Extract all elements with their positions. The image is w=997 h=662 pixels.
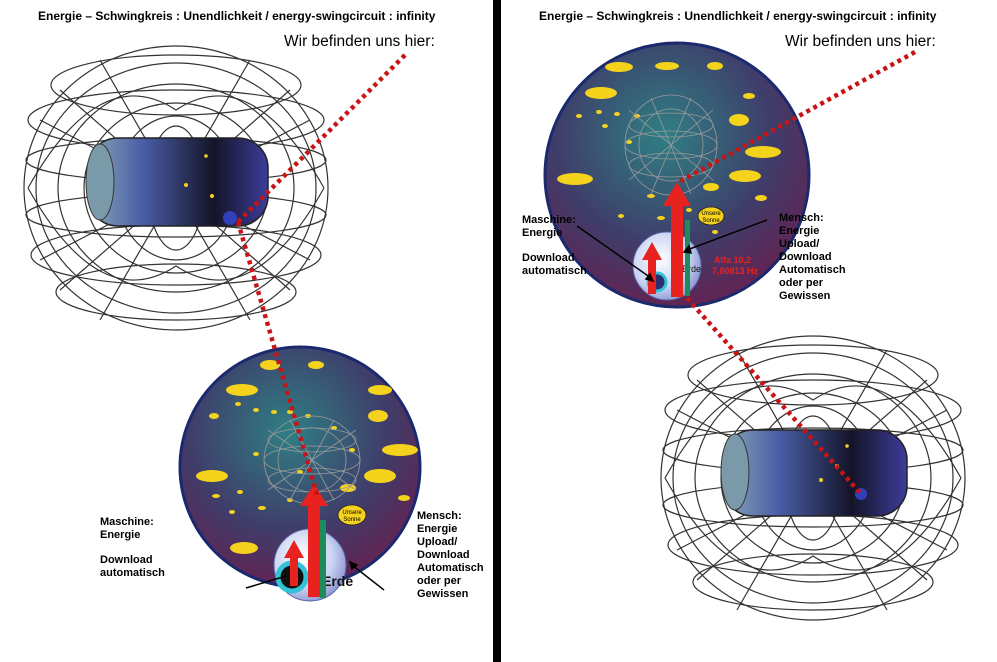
sun-badge-icon: Unsere Sonne bbox=[337, 504, 367, 526]
human-label: Mensch: Energie Upload/ Download Automat… bbox=[417, 510, 484, 600]
panel-divider bbox=[493, 0, 501, 662]
pointer-lines bbox=[245, 560, 385, 591]
human-label: Mensch: Energie Upload/ Download Automat… bbox=[779, 212, 846, 302]
machine-label: Maschine: Energie Download automatisch bbox=[100, 516, 165, 579]
pointer-lines bbox=[576, 219, 768, 283]
panel-left: Energie – Schwingkreis : Unendlichkeit /… bbox=[0, 0, 493, 662]
here-label: Wir befinden uns hier: bbox=[284, 33, 435, 50]
earth-globe-icon: Erde bbox=[632, 231, 702, 301]
diagram-canvas: Unsere Sonne Erde bbox=[23, 45, 422, 602]
svg-text:Unsere: Unsere bbox=[342, 510, 362, 516]
svg-text:Sonne: Sonne bbox=[702, 218, 720, 224]
svg-text:7,80813 Hz: 7,80813 Hz bbox=[712, 266, 759, 276]
energy-arrow-icon bbox=[642, 182, 691, 297]
diagram-canvas: Unsere Sonne Erde Alfa 10,2 7,80813 Hz bbox=[543, 41, 966, 621]
frequency-label: Alfa 10,2 7,80813 Hz bbox=[712, 255, 759, 276]
energy-arrow-icon bbox=[284, 484, 328, 598]
panel-right: Energie – Schwingkreis : Unendlichkeit /… bbox=[501, 0, 997, 662]
dotted-link-icon bbox=[677, 50, 917, 496]
here-label: Wir befinden uns hier: bbox=[785, 33, 936, 50]
torus-core bbox=[720, 429, 908, 517]
svg-text:Erde: Erde bbox=[322, 573, 353, 589]
sphere-universe-icon: Unsere Sonne Erde bbox=[178, 345, 422, 602]
page-title: Energie – Schwingkreis : Unendlichkeit /… bbox=[539, 9, 937, 23]
page-title: Energie – Schwingkreis : Unendlichkeit /… bbox=[38, 9, 436, 23]
svg-text:Erde: Erde bbox=[682, 264, 701, 274]
svg-text:Unsere: Unsere bbox=[701, 211, 721, 217]
svg-text:Sonne: Sonne bbox=[343, 517, 361, 523]
svg-text:Alfa 10,2: Alfa 10,2 bbox=[714, 255, 751, 265]
sun-badge-icon: Unsere Sonne bbox=[697, 206, 725, 226]
machine-label: Maschine: Energie Download automatisch bbox=[522, 214, 587, 277]
torus-core bbox=[85, 137, 269, 227]
